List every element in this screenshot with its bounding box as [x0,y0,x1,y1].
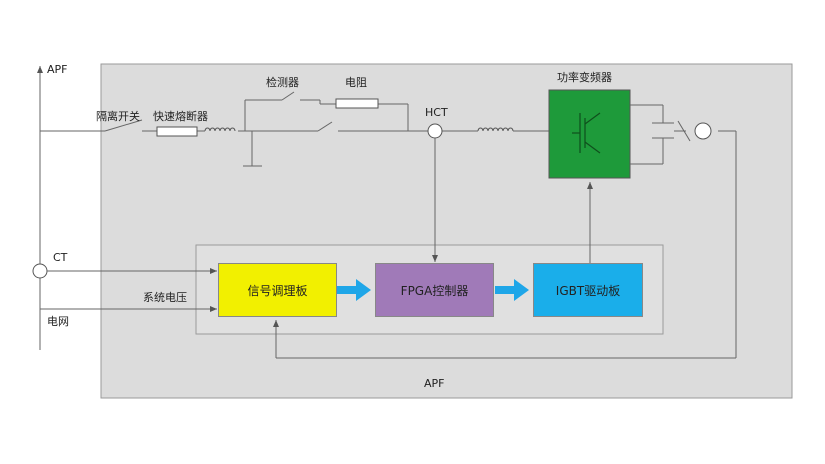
apf-axis-label: APF [47,63,68,76]
hct-sensor [427,123,443,139]
isolation-switch-label: 隔离开关 [96,110,140,123]
power-inverter [548,89,631,179]
apf-panel [100,63,793,399]
ct-sensor [32,263,48,279]
inductor-1 [204,127,236,132]
fast-fuse-label: 快速熔断器 [153,110,208,123]
inverter-label: 功率变频器 [557,71,612,84]
ct-label: CT [53,251,68,264]
grid-label: 电网 [47,315,69,328]
load-circle [694,122,712,140]
main-power-line [40,91,549,167]
flow-arrow-2 [495,279,529,301]
flow-arrow-1 [337,279,371,301]
apf-bottom-label: APF [424,377,445,390]
igbt-driver-board: IGBT驱动板 [533,263,643,317]
hct-label: HCT [425,106,448,119]
system-voltage-label: 系统电压 [143,291,187,304]
inductor-2 [477,127,514,132]
resistor-label: 电阻 [345,76,367,89]
output-circuit [273,104,737,359]
signal-conditioning-board: 信号调理板 [218,263,337,317]
detector-label: 检测器 [266,76,299,89]
fpga-controller: FPGA控制器 [375,263,494,317]
resistor [335,98,379,109]
fast-fuse [156,126,198,137]
igbt-symbol [572,112,601,154]
